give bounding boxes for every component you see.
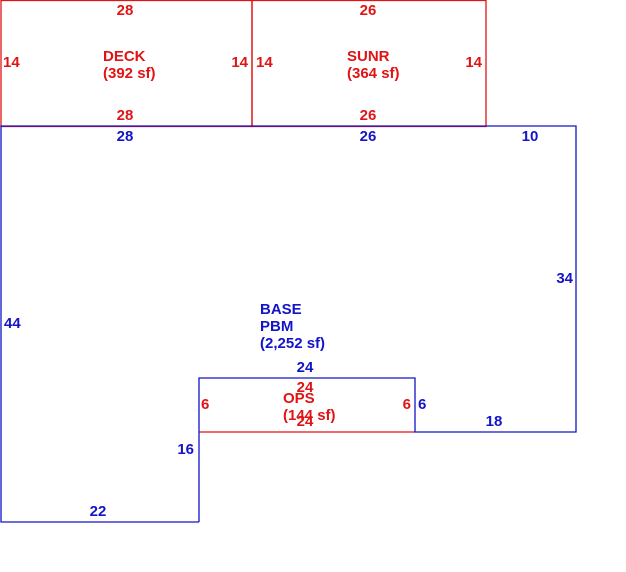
base-name-label: BASE bbox=[260, 301, 302, 318]
base-top-right-dim: 10 bbox=[522, 128, 539, 145]
deck-area-label: (392 sf) bbox=[103, 65, 156, 82]
ops-area-label: (144 sf) bbox=[283, 407, 336, 424]
base-outline-group bbox=[0, 125, 577, 523]
deck-name-label: DECK bbox=[103, 48, 146, 65]
base-subcode-label: PBM bbox=[260, 318, 293, 335]
deck-left-dim: 14 bbox=[3, 54, 20, 71]
base-bottom-dim: 22 bbox=[90, 503, 107, 520]
deck-right-dim: 14 bbox=[231, 54, 248, 71]
base-outline[interactable] bbox=[0, 125, 577, 523]
sunr-right-dim: 14 bbox=[465, 54, 482, 71]
base-right-dim: 34 bbox=[556, 270, 573, 287]
sunroom-area[interactable]: 26 26 14 14 SUNR (364 sf) bbox=[256, 2, 483, 124]
ops-left-dim: 6 bbox=[201, 396, 209, 413]
ops-area[interactable]: 24 24 6 6 OPS (144 sf) bbox=[201, 379, 411, 430]
base-notch-top-dim: 24 bbox=[297, 359, 314, 376]
base-notch-right-dim: 6 bbox=[418, 396, 426, 413]
ops-right-dim: 6 bbox=[403, 396, 411, 413]
ops-name-label: OPS bbox=[283, 390, 315, 407]
deck-area[interactable]: 28 28 14 14 DECK (392 sf) bbox=[3, 2, 249, 124]
base-lower-right-dim: 18 bbox=[486, 413, 503, 430]
deck-bottom-dim: 28 bbox=[117, 107, 134, 124]
sunr-area-label: (364 sf) bbox=[347, 65, 400, 82]
base-top-mid-dim: 26 bbox=[360, 128, 377, 145]
sunr-top-dim: 26 bbox=[360, 2, 377, 19]
base-notch-left-dim: 16 bbox=[177, 441, 194, 458]
base-area[interactable]: 28 26 10 34 18 6 24 16 22 44 BASE PBM (2… bbox=[4, 128, 574, 520]
ops-top-dim: 24 bbox=[297, 379, 314, 396]
base-area-label: (2,252 sf) bbox=[260, 335, 325, 352]
sunr-bottom-dim: 26 bbox=[360, 107, 377, 124]
base-top-left-dim: 28 bbox=[117, 128, 134, 145]
deck-top-dim: 28 bbox=[117, 2, 134, 19]
sunr-left-dim: 14 bbox=[256, 54, 273, 71]
ops-bottom-dim: 24 bbox=[297, 413, 314, 430]
sunr-name-label: SUNR bbox=[347, 48, 390, 65]
base-left-dim: 44 bbox=[4, 315, 21, 332]
